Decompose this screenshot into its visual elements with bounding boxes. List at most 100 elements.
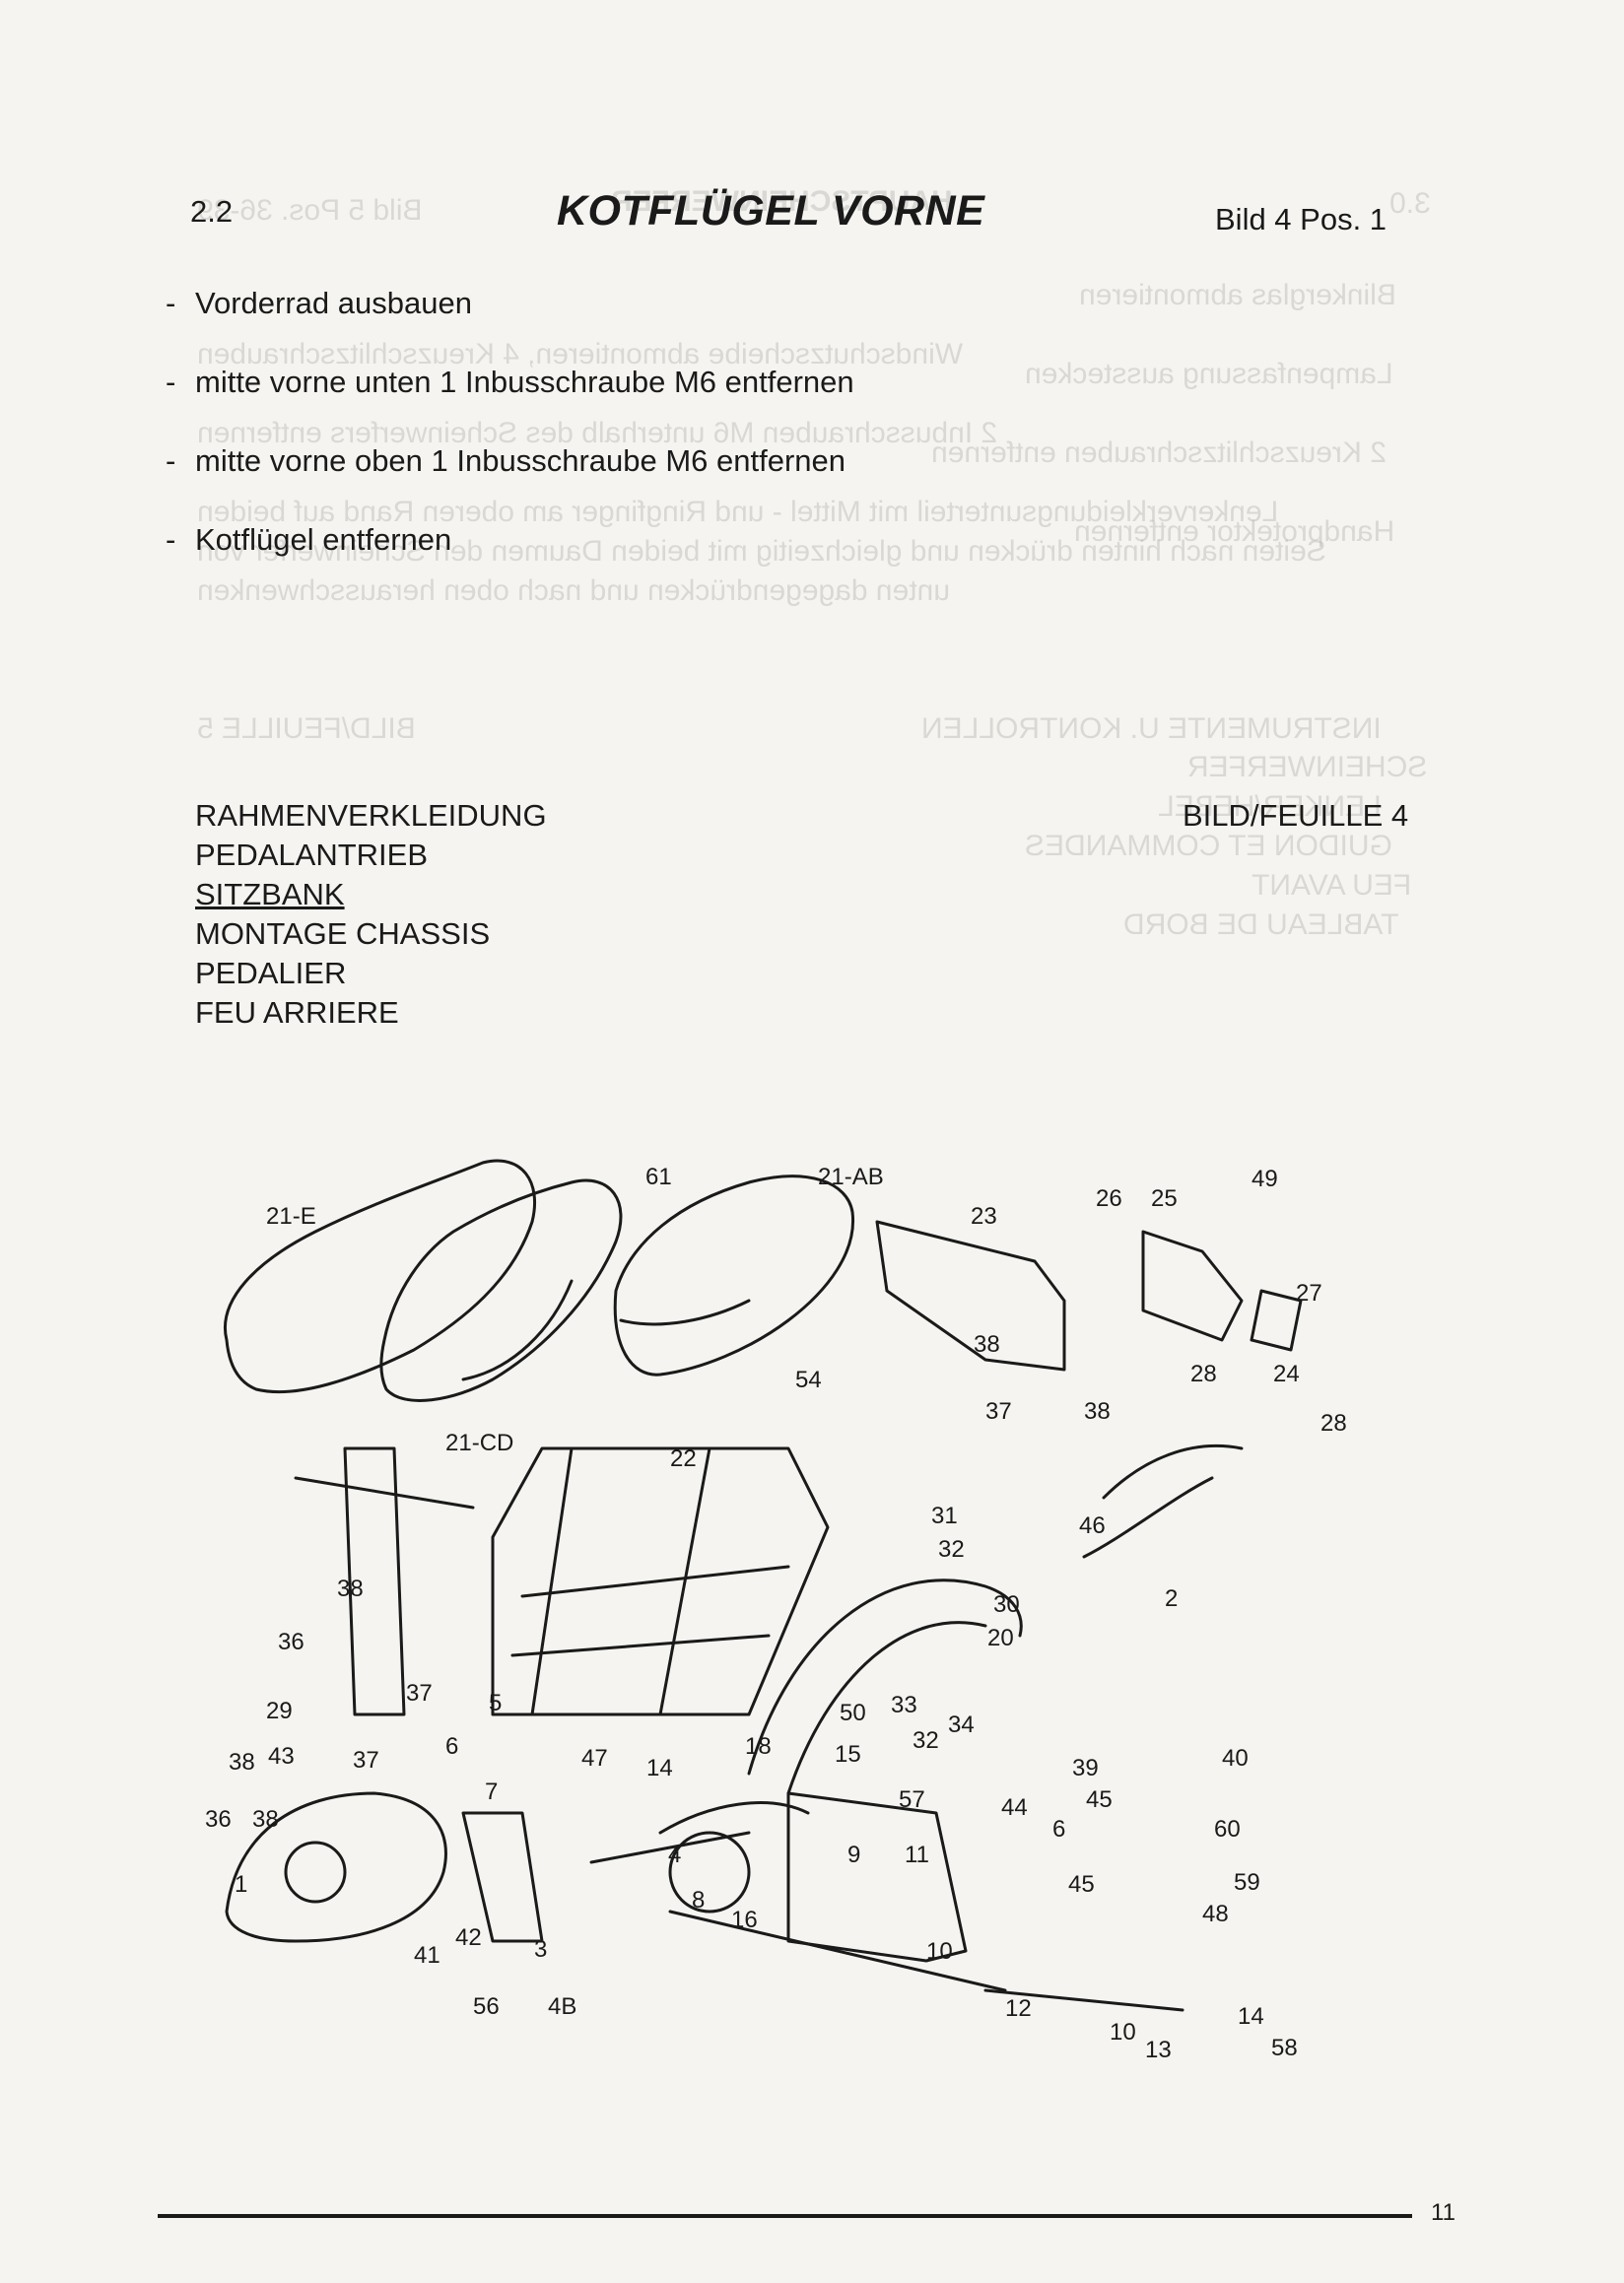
ghost-line: 3.0: [1389, 187, 1431, 220]
procedure-step: -Vorderrad ausbauen: [166, 286, 854, 365]
part-label: 38: [337, 1576, 364, 1602]
part-label: 38: [252, 1806, 279, 1833]
part-label: 47: [581, 1745, 608, 1772]
step-text: Vorderrad ausbauen: [195, 286, 472, 320]
wire-harness-drawing: [1082, 1444, 1244, 1559]
procedure-step: -mitte vorne unten 1 Inbusschraube M6 en…: [166, 365, 854, 443]
part-label: 13: [1145, 2037, 1172, 2063]
part-label: 26: [1096, 1185, 1122, 1212]
ghost-line: 2 Kreuzschlitzschrauben entfernen: [931, 436, 1387, 469]
lamp-drawings: [875, 1220, 1303, 1372]
ghost-line: TABLEAU DE BORD: [1123, 908, 1399, 941]
part-label: 21-AB: [818, 1164, 884, 1190]
part-label: 39: [1072, 1755, 1099, 1781]
part-label: 4: [668, 1842, 681, 1868]
part-label: 57: [899, 1786, 925, 1813]
index-item: RAHMENVERKLEIDUNG: [195, 798, 547, 833]
part-label: 37: [353, 1747, 379, 1774]
pedal-chain-drawing: [461, 1801, 1184, 2012]
figure-reference: BILD/FEUILLE 4: [1183, 798, 1409, 833]
seat-drawings: [224, 1159, 855, 1402]
part-label: 9: [847, 1842, 860, 1868]
part-label: 28: [1190, 1361, 1217, 1387]
part-label: 59: [1234, 1869, 1260, 1896]
part-label: 11: [905, 1842, 929, 1868]
step-dash: -: [166, 365, 176, 399]
part-label: 6: [445, 1733, 458, 1760]
part-label: 3: [534, 1936, 547, 1963]
ghost-line: Blinkerglas abmontieren: [1079, 279, 1396, 311]
part-label: 45: [1086, 1786, 1113, 1813]
part-labels: 21-E 61 21-AB 23 26 25 49 27 38 37 38 28…: [205, 1164, 1347, 2063]
assembly-index: RAHMENVERKLEIDUNG PEDALANTRIEB SITZBANK …: [195, 796, 547, 1033]
section-figure-reference: Bild 4 Pos. 1: [1215, 202, 1387, 236]
part-label: 56: [473, 1993, 500, 2020]
part-label: 49: [1252, 1166, 1278, 1192]
step-text: mitte vorne unten 1 Inbusschraube M6 ent…: [195, 365, 854, 399]
procedure-step: -mitte vorne oben 1 Inbusschraube M6 ent…: [166, 443, 854, 522]
part-label: 27: [1296, 1280, 1322, 1307]
part-label: 42: [455, 1924, 482, 1951]
part-label: 4B: [548, 1993, 576, 2020]
part-label: 34: [948, 1712, 975, 1738]
part-label: 40: [1222, 1745, 1249, 1772]
step-text: mitte vorne oben 1 Inbusschraube M6 entf…: [195, 443, 846, 478]
index-item-current: SITZBANK: [195, 877, 345, 911]
part-label: 21-E: [266, 1203, 316, 1230]
procedure-step: -Kotflügel entfernen: [166, 522, 854, 601]
part-label: 38: [229, 1749, 255, 1776]
exploded-parts-diagram: 21-E 61 21-AB 23 26 25 49 27 38 37 38 28…: [205, 1159, 1347, 2063]
part-label: 10: [1110, 2019, 1136, 2046]
procedure-steps: -Vorderrad ausbauen -mitte vorne unten 1…: [166, 286, 854, 601]
part-label: 44: [1001, 1794, 1028, 1821]
part-label: 37: [985, 1398, 1012, 1425]
fender-drawing: [747, 1578, 1023, 1963]
part-label: 12: [1005, 1995, 1032, 2022]
section-number: 2.2: [190, 194, 234, 229]
part-label: 10: [926, 1938, 953, 1965]
section-title: KOTFLÜGEL VORNE: [557, 187, 985, 235]
part-label: 58: [1271, 2035, 1298, 2061]
part-label: 41: [414, 1942, 440, 1969]
footer-rule: [158, 2214, 1412, 2218]
part-label: 54: [795, 1367, 822, 1393]
part-label: 28: [1320, 1410, 1347, 1437]
part-label: 7: [485, 1779, 498, 1805]
part-label: 6: [1052, 1816, 1065, 1843]
part-label: 15: [835, 1741, 861, 1768]
front-fender-drawing: [225, 1791, 447, 1943]
part-label: 22: [670, 1445, 697, 1472]
part-label: 14: [646, 1755, 673, 1781]
part-label: 25: [1151, 1185, 1178, 1212]
part-label: 38: [1084, 1398, 1111, 1425]
part-label: 1: [235, 1871, 247, 1898]
part-label: 18: [745, 1733, 772, 1760]
part-label: 37: [406, 1680, 433, 1707]
ghost-line: BILD/FEUILLE 5: [197, 712, 416, 745]
step-dash: -: [166, 522, 176, 557]
part-label: 8: [692, 1887, 705, 1914]
index-item: PEDALANTRIEB: [195, 838, 429, 872]
part-label: 31: [931, 1503, 958, 1529]
part-label: 36: [278, 1629, 304, 1655]
part-label: 50: [840, 1700, 866, 1726]
part-label: 36: [205, 1806, 232, 1833]
part-label: 46: [1079, 1512, 1106, 1539]
ghost-line: INSTRUMENTE U. KONTROLLEN: [921, 712, 1382, 745]
step-dash: -: [166, 286, 176, 320]
part-label: 5: [489, 1690, 502, 1716]
part-label: 24: [1273, 1361, 1300, 1387]
part-label: 48: [1202, 1901, 1229, 1927]
ghost-line: SCHEINWERFER: [1187, 751, 1428, 783]
part-label: 23: [971, 1203, 997, 1230]
frame-drawing: [294, 1446, 830, 1716]
part-label: 45: [1068, 1871, 1095, 1898]
part-label: 38: [974, 1331, 1000, 1358]
part-label: 61: [645, 1164, 672, 1190]
ghost-line: FEU AVANT: [1252, 869, 1412, 902]
part-label: 33: [891, 1692, 917, 1718]
part-label: 32: [938, 1536, 965, 1563]
part-label: 2: [1165, 1585, 1178, 1612]
ghost-line: Lampenfassung ausstecken: [1025, 358, 1393, 390]
